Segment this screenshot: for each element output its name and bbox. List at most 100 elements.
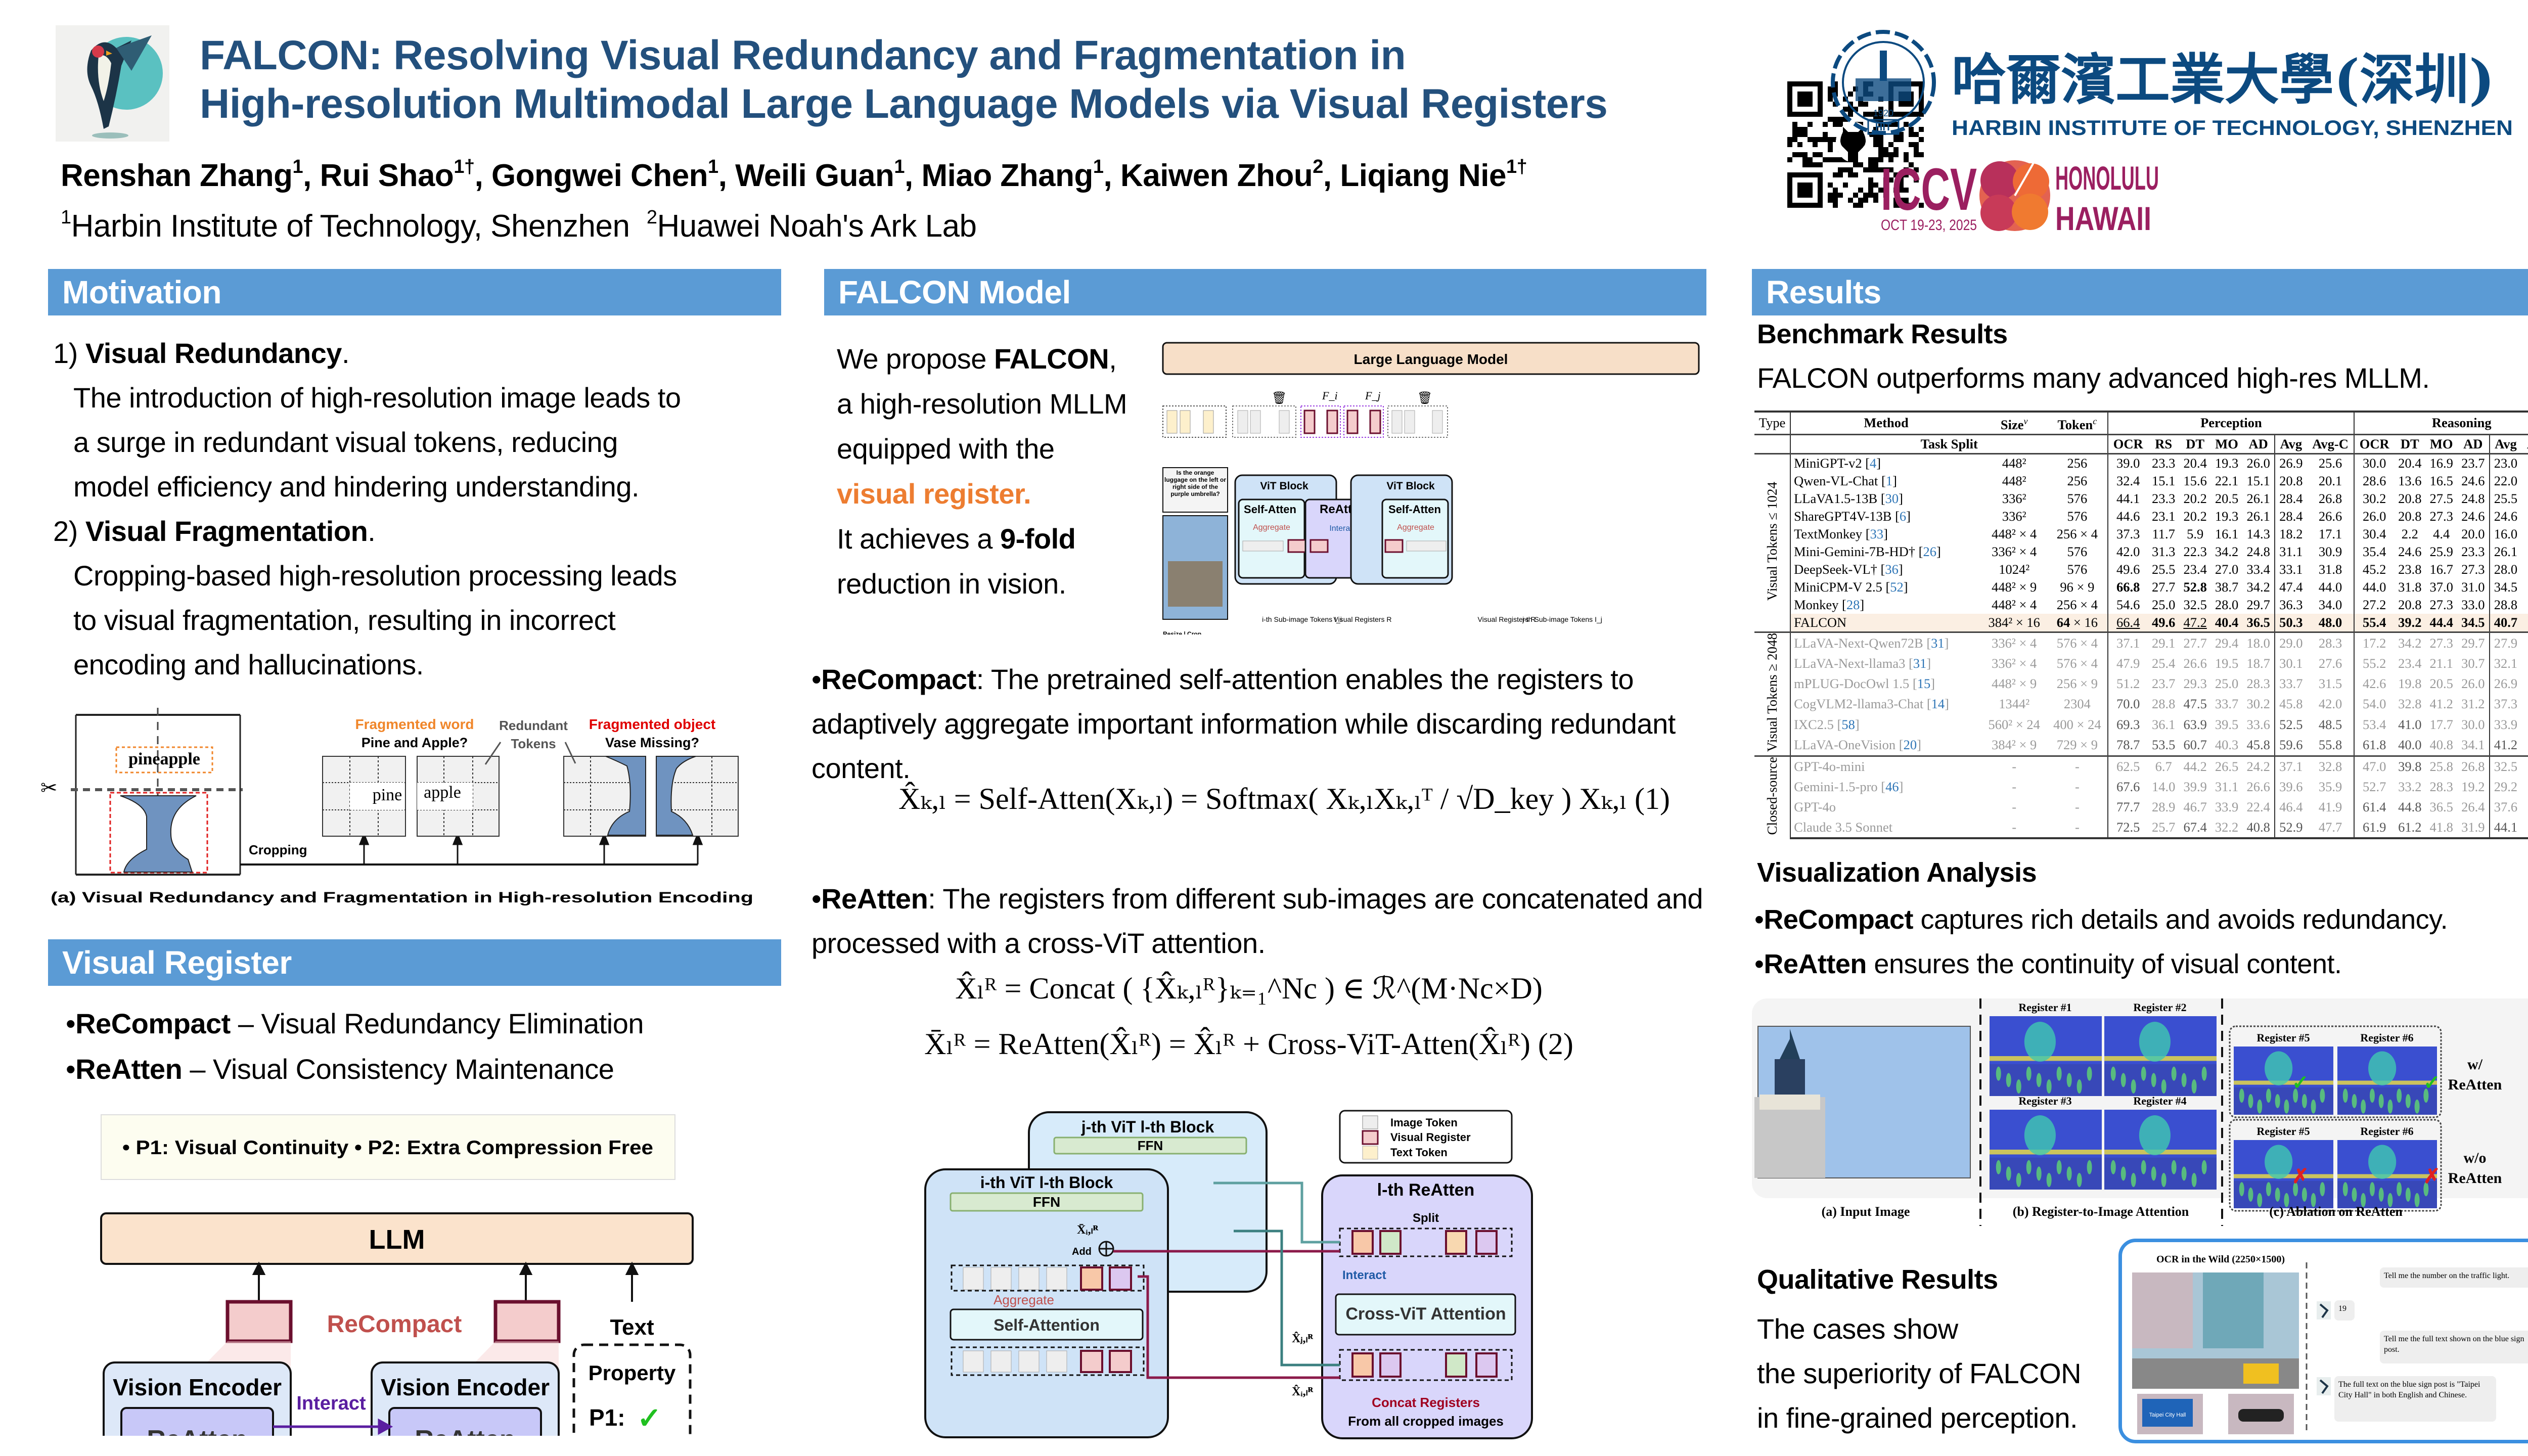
- table-cell: 24.2: [2242, 755, 2275, 777]
- table-cell: 39.5: [2215, 716, 2239, 732]
- table-cell: 52.9: [2274, 817, 2307, 840]
- benchmark-results-subtitle: FALCON outperforms many advanced high-re…: [1757, 362, 2430, 394]
- table-cell: 36.3: [2274, 596, 2307, 614]
- table-cell: 39.2: [2394, 613, 2426, 632]
- svg-text:(c) Ablation on ReAtten: (c) Ablation on ReAtten: [2269, 1204, 2403, 1219]
- qualitative-line: the superiority of FALCON: [1757, 1357, 2082, 1389]
- svg-text:Aggregate: Aggregate: [994, 1292, 1054, 1307]
- table-cell: 18.7: [2246, 655, 2270, 671]
- author-name: Rui Shao1†: [320, 156, 475, 193]
- affiliation: 2Huawei Noah's Ark Lab: [646, 207, 977, 244]
- table-cell: 32.8: [2307, 755, 2355, 777]
- author-affil-mark: 2: [1313, 156, 1323, 177]
- author-name: Kaiwen Zhou2: [1120, 156, 1323, 193]
- table-cell: 40.8: [2429, 737, 2453, 753]
- svg-text:ReAtten: ReAtten: [2448, 1076, 2502, 1093]
- table-cell: 44.2: [2179, 755, 2211, 777]
- svg-text:X̂ⱼ,ₗᴿ: X̂ⱼ,ₗᴿ: [1292, 1332, 1314, 1345]
- svg-text:Tokens: Tokens: [511, 736, 556, 751]
- bot-message: [2334, 1300, 2355, 1321]
- svg-text:ReAtten: ReAtten: [2448, 1170, 2502, 1187]
- svg-text:Text Token: Text Token: [1390, 1146, 1448, 1159]
- visual-register-bullets: •ReCompact – Visual Redundancy Eliminati…: [66, 1001, 644, 1092]
- table-cell: 28.0: [2489, 560, 2522, 578]
- table-cell: 24.8: [2246, 543, 2270, 559]
- table-cell: 26.9: [2274, 452, 2307, 472]
- table-cell: 26.6: [2246, 779, 2270, 795]
- table-cell: 39.8: [2394, 755, 2426, 777]
- property-box: [101, 1114, 675, 1180]
- table-cell: 26.0: [2242, 452, 2275, 472]
- table-cell: 16.5: [2429, 473, 2453, 488]
- table-cell: 33.4: [2521, 777, 2528, 797]
- svg-text:Cross-ViT Attention: Cross-ViT Attention: [1345, 1304, 1506, 1324]
- table-cell: 18.0: [2242, 631, 2275, 654]
- table-cell: 50.3: [2274, 613, 2307, 632]
- author-list: Renshan Zhang1, Rui Shao1†, Gongwei Chen…: [61, 156, 1527, 193]
- author-name: Gongwei Chen1: [491, 156, 718, 193]
- svg-text:Fragmented object: Fragmented object: [589, 716, 715, 732]
- table-cell: 23.4: [2183, 561, 2207, 577]
- table-cell: 23.4: [2398, 655, 2422, 671]
- visualization-bullets: •ReCompact captures rich details and avo…: [1754, 897, 2448, 986]
- table-cell: 24.7: [2521, 508, 2528, 525]
- user-message: [2380, 1331, 2528, 1363]
- table-cell: 28.4: [2274, 489, 2307, 508]
- table-cell: 25.9: [2429, 543, 2453, 559]
- method-name: Qwen-VL-Chat [1]: [1790, 472, 1982, 490]
- table-cell: 24.6: [2461, 473, 2485, 488]
- svg-text:Split: Split: [1413, 1211, 1439, 1225]
- table-cell: 28.9: [2151, 799, 2176, 814]
- table-cell: 44.6: [2107, 507, 2148, 525]
- svg-text:j-th Sub-image Tokens I_j: j-th Sub-image Tokens I_j: [1522, 615, 1602, 623]
- section-header-motivation: Motivation: [48, 269, 781, 315]
- table-cell: 41.9: [2318, 799, 2342, 814]
- attention-heatmap: [2104, 1110, 2217, 1190]
- falcon-architecture-figure: Large Language Model F_i F_j 🗑 🗑 Is the …: [1158, 339, 1704, 638]
- table-cell: 24.6: [2489, 507, 2522, 525]
- table-cell: 54.6: [2107, 596, 2148, 614]
- table-cell: 34.2: [2215, 543, 2239, 559]
- model-bullets: •ReCompact: The pretrained self-attentio…: [811, 657, 1711, 966]
- author-affil-mark: 1: [708, 156, 718, 177]
- table-cell: 20.8: [2274, 472, 2307, 490]
- method-name: LLaVA-Next-Qwen72B [31]: [1790, 631, 1982, 654]
- table-cell: 20.4: [2179, 452, 2211, 472]
- table-cell: 63.9: [2183, 716, 2207, 732]
- author-affil-mark: 1: [894, 156, 905, 177]
- table-cell: 22.3: [2183, 543, 2207, 559]
- model-intro-text: We propose FALCON, a high-resolution MLL…: [837, 343, 1127, 600]
- table-cell: 27.3: [2429, 597, 2453, 612]
- table-cell: 35.5: [2521, 714, 2528, 735]
- ith-vit-block: [924, 1168, 1169, 1438]
- qualitative-results-title: Qualitative Results: [1757, 1264, 1998, 1295]
- table-cell: 61.2: [2394, 817, 2426, 840]
- table-cell: 31.8: [2398, 579, 2422, 595]
- svg-text:(b) Register-to-Image Attentio: (b) Register-to-Image Attention: [2013, 1204, 2189, 1219]
- author-name: Weili Guan1: [735, 156, 905, 193]
- table-cell: 32.6: [2521, 653, 2528, 673]
- table-cell: 40.3: [2215, 737, 2239, 753]
- table-cell: 32.5: [2489, 755, 2522, 777]
- table-cell: 45.8: [2246, 737, 2270, 753]
- table-cell: 23.7: [2457, 452, 2490, 472]
- table-cell: 35.9: [2318, 779, 2342, 795]
- table-cell: 27.5: [2429, 490, 2453, 506]
- svg-text:FFN: FFN: [1033, 1194, 1060, 1210]
- table-cell: 27.2: [2354, 596, 2395, 614]
- table-cell: 34.5: [2489, 578, 2522, 596]
- table-cell: 27.6: [2318, 655, 2342, 671]
- table-cell: 39.6: [2274, 777, 2307, 797]
- table-cell: 40.7: [2489, 613, 2522, 632]
- table-cell: 14.3: [2246, 526, 2270, 541]
- svg-text:Fragmented word: Fragmented word: [355, 716, 474, 732]
- table-cell: 36.5: [2242, 613, 2275, 632]
- table-cell: 19.2: [2461, 779, 2485, 795]
- table-cell: 26.1: [2246, 508, 2270, 524]
- table-cell: 20.0: [2461, 526, 2485, 541]
- table-cell: 5.9: [2187, 526, 2204, 541]
- method-name: FALCON: [1790, 613, 1982, 632]
